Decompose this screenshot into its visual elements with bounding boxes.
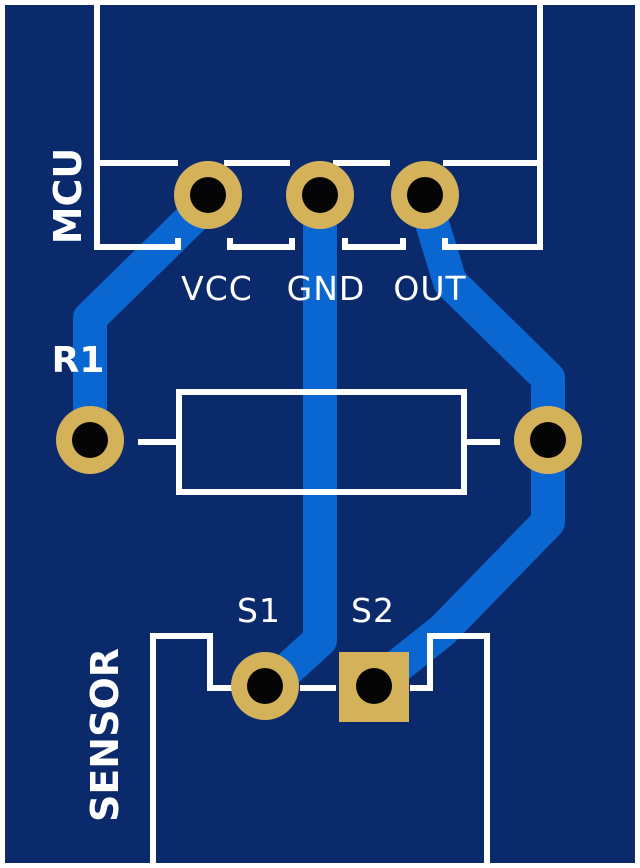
pad-gnd-hole	[302, 177, 338, 213]
pin-label-out: OUT	[393, 269, 466, 308]
pad-r1-right-hole	[530, 422, 566, 458]
mcu-pads	[174, 161, 459, 229]
pin-label-gnd: GND	[287, 269, 366, 308]
pin-label-s1: S1	[237, 591, 281, 630]
trace-r1-to-s2	[363, 423, 565, 697]
resistor-body	[138, 389, 500, 495]
pad-r1-left-hole	[72, 422, 108, 458]
mcu-designator: MCU	[46, 148, 90, 245]
pad-s2-hole	[356, 668, 392, 704]
resistor-pads	[56, 406, 582, 474]
r1-designator: R1	[52, 340, 105, 381]
pin-label-s2: S2	[351, 591, 395, 630]
sensor-designator: SENSOR	[83, 648, 127, 822]
pad-vcc-hole	[190, 177, 226, 213]
pad-out-hole	[407, 177, 443, 213]
pin-label-vcc: VCC	[181, 269, 253, 308]
sensor-outline	[150, 633, 490, 868]
pad-s1-hole	[247, 668, 283, 704]
sensor-pads	[231, 652, 409, 722]
mcu-outline	[94, 0, 543, 250]
